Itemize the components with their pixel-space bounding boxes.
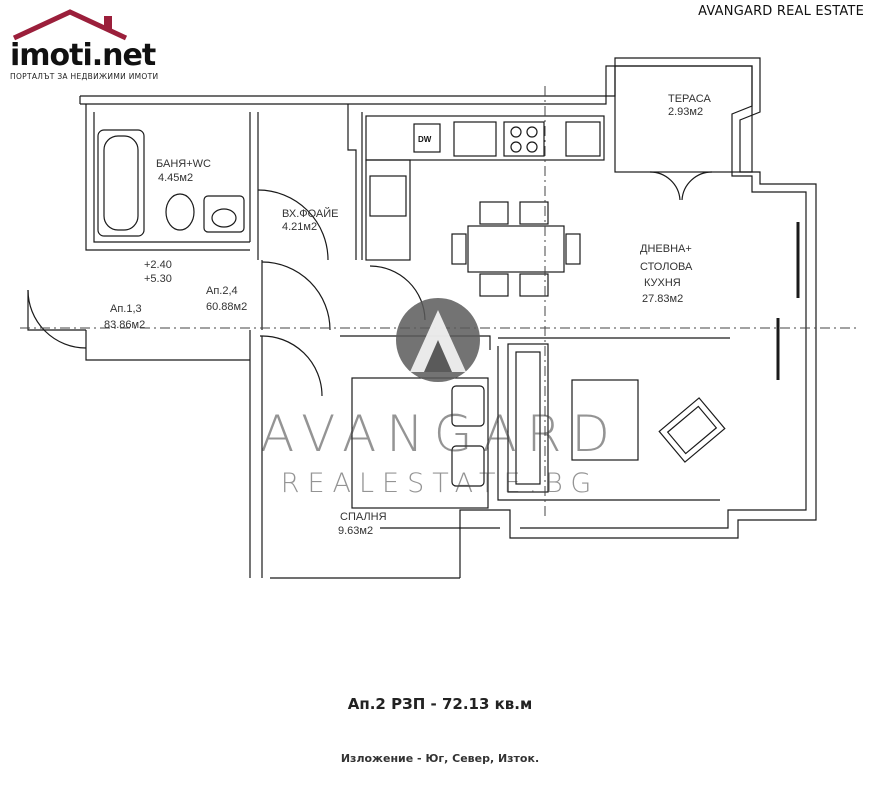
ap13-label: Ап.1,3 (110, 303, 142, 315)
terrace-label: ТЕРАСА (668, 93, 711, 105)
avangard-logo-icon (396, 298, 480, 382)
living-label-3: КУХНЯ (644, 277, 681, 289)
sofa (507, 343, 639, 493)
dishwasher (413, 123, 441, 153)
terrace-area: 2.93м2 (668, 106, 703, 118)
living-area: 27.83м2 (642, 293, 683, 305)
watermark-line-1: AVANGARD (260, 405, 620, 463)
foyer-area: 4.21м2 (282, 221, 317, 233)
floor-plan: ТЕРАСА 2.93м2 БАНЯ+WC 4.45м2 ВХ.ФОАЙЕ 4.… (20, 57, 860, 579)
kitchen-sink (369, 175, 407, 217)
logo-tagline: ПОРТАЛЪТ ЗА НЕДВИЖИМИ ИМОТИ (10, 72, 159, 81)
exterior-walls (27, 57, 817, 579)
logo-wordmark: imoti.net (10, 38, 156, 73)
ap13-area: 83.86м2 (104, 319, 145, 331)
imoti-logo: imoti.net ПОРТАЛЪТ ЗА НЕДВИЖИМИ ИМОТИ (8, 8, 168, 84)
dining-table (451, 201, 581, 297)
bath-label: БАНЯ+WC (156, 158, 211, 170)
living-label-2: СТОЛОВА (640, 261, 693, 273)
bath-area: 4.45м2 (158, 172, 193, 184)
plan-title: Ап.2 РЗП - 72.13 кв.м (347, 695, 533, 713)
stove (503, 121, 545, 157)
ap24-label: Ап.2,4 (206, 285, 238, 297)
plan-exposure: Изложение - Юг, Север, Изток. (340, 752, 540, 765)
dishwasher-label: DW (418, 135, 432, 144)
armchair (658, 397, 726, 463)
bed (351, 377, 489, 509)
bedroom-label: СПАЛНЯ (340, 511, 387, 523)
bathtub (97, 129, 145, 237)
toilet (165, 193, 195, 231)
watermark-line-2: REALESTATE.BG (280, 468, 600, 499)
bath-sink (203, 195, 245, 233)
level-mark-2: +5.30 (144, 273, 172, 285)
brand-name: AVANGARD REAL ESTATE (698, 4, 864, 19)
living-label-1: ДНЕВНА+ (640, 243, 692, 255)
foyer-label: ВХ.ФОАЙЕ (282, 207, 339, 220)
bedroom-area: 9.63м2 (338, 525, 373, 537)
ap24-area: 60.88м2 (206, 301, 247, 313)
level-mark-1: +2.40 (144, 259, 172, 271)
house-roof-icon (12, 9, 128, 41)
